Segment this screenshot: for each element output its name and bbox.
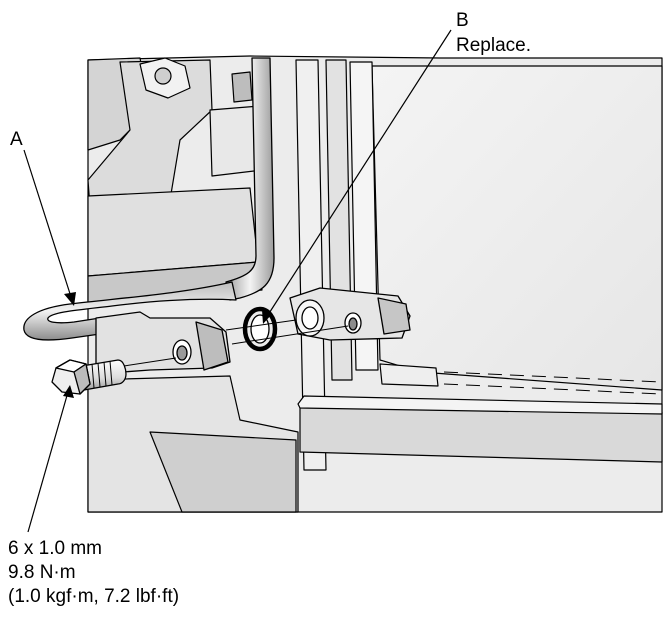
leader-arrowheads — [63, 292, 272, 398]
left-shelf — [87, 187, 259, 277]
leader-bolt — [27, 391, 69, 533]
label-a: A — [10, 129, 23, 150]
ac-line-a — [23, 57, 275, 375]
ac-line-fitting-face — [195, 321, 229, 371]
torque-alt-label: (1.0 kgf·m, 7.2 lbf·ft) — [8, 586, 179, 607]
condenser-fitting — [289, 287, 411, 341]
condenser-face — [371, 65, 663, 391]
bolt-size-label: 6 x 1.0 mm — [8, 538, 102, 559]
arrowhead-bolt — [63, 385, 74, 398]
lower-housing-recess — [149, 431, 297, 513]
leader-b — [265, 29, 452, 319]
condenser-dashes — [443, 371, 663, 395]
bolt — [51, 359, 127, 395]
leader-lines — [23, 29, 452, 533]
leader-a — [23, 149, 73, 301]
arrowhead-b — [262, 310, 272, 324]
vehicle-structure — [87, 55, 663, 513]
fitting-bolt-hole-inner — [176, 345, 188, 361]
upper-clip — [231, 71, 253, 103]
torque-nm-label: 9.8 N·m — [8, 562, 76, 583]
label-b: B — [456, 10, 469, 31]
bolt-shank — [81, 359, 127, 391]
upper-nut-hole — [154, 67, 172, 85]
alignment-lines — [123, 319, 349, 367]
rail-tab — [379, 363, 439, 387]
bolt-threads — [91, 360, 113, 389]
label-b-note: Replace. — [456, 35, 531, 56]
arrowhead-a — [64, 292, 76, 306]
bottom-rail-top — [297, 395, 663, 415]
